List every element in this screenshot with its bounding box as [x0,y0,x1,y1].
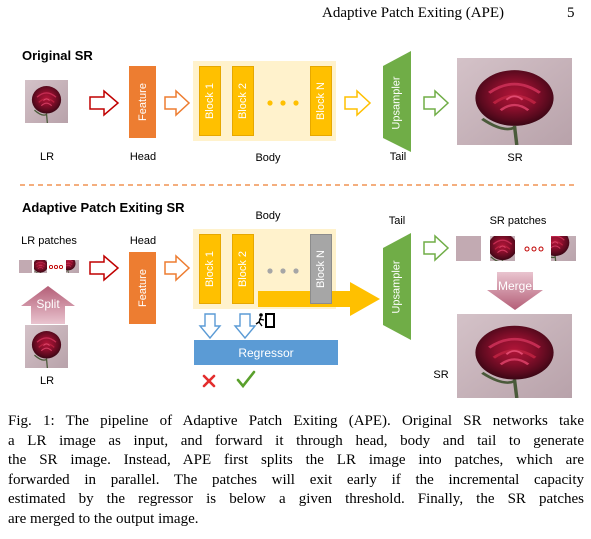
hollow-down-arrow-icon [198,313,222,340]
block-box: Block 2 [232,234,254,304]
split-label: Split [36,297,60,311]
lr-label: LR [39,151,55,163]
hollow-down-arrow-icon [233,313,257,340]
sr-image [457,314,572,398]
split-arrow [21,286,75,324]
lr-image [25,80,68,123]
hollow-arrow-icon [89,254,120,282]
ellipsis-icon [267,100,299,106]
running-title: Adaptive Patch Exiting (APE) [322,5,505,21]
block-box: Block 1 [199,66,221,136]
upsampler-shape [383,233,411,340]
hollow-arrow-icon [423,234,450,262]
hollow-arrow-icon [164,89,191,117]
sr-image [457,58,572,145]
check-icon [236,370,256,389]
hollow-arrow-icon [89,89,120,117]
upsampler-label: Upsampler [391,260,403,314]
sr-label: SR [507,152,523,164]
upsampler-label-box: Upsampler [383,244,411,330]
ape-sr-title: Adaptive Patch Exiting SR [22,200,185,215]
lr-patches [19,260,79,273]
sr-label: SR [433,369,449,381]
head-label: Head [129,151,157,163]
head-label: Head [129,235,157,247]
upsampler-shape [383,51,411,152]
feature-label: Feature [136,269,149,307]
block-label: Block 1 [204,82,217,120]
sr-patches [456,236,576,261]
merge-arrow [487,272,543,310]
hollow-arrow-icon [164,254,191,282]
block-box-exited: Block N [310,234,332,304]
feature-label: Feature [136,83,149,121]
caption-line: forwarded in parallel. The patches will … [8,471,584,488]
lr-image [25,325,68,368]
upsampler-label-box: Upsampler [383,60,411,146]
block-label: Block N [315,82,327,120]
caption-line: Fig. 1: The pipeline of Adaptive Patch E… [8,413,584,429]
body-label: Body [255,152,281,164]
page-number: 5 [567,5,575,21]
tail-label: Tail [389,151,407,163]
lr-patches-label: LR patches [21,235,77,247]
block-label: Block N [315,250,327,288]
hollow-arrow-icon [344,89,372,117]
tail-label: Tail [388,215,406,227]
upsampler-label: Upsampler [391,76,403,130]
block-box: Block 2 [232,66,254,136]
original-sr-title: Original SR [22,48,93,63]
cross-icon [202,374,216,388]
sr-patches-label: SR patches [489,215,547,227]
merge-label: Merge [497,279,532,293]
regressor-box: Regressor [194,340,338,365]
lr-label: LR [39,375,55,387]
caption-line: the SR image. Instead, APE first splits … [8,452,584,469]
block-box: Block 1 [199,234,221,304]
block-label: Block 2 [237,82,250,120]
figure-caption: Fig. 1: The pipeline of Adaptive Patch E… [8,412,584,530]
exit-icon [255,313,275,328]
caption-line: estimated by the regressor is below a gi… [8,491,584,508]
block-label: Block 2 [237,250,250,288]
body-label: Body [255,210,281,222]
block-box: Block N [310,66,332,136]
hollow-arrow-icon [423,89,450,117]
feature-box: Feature [129,66,156,138]
feature-box: Feature [129,252,156,324]
caption-line: are merged to the output image. [8,510,199,527]
ellipsis-icon [267,268,299,274]
regressor-label: Regressor [238,345,294,360]
caption-line: a LR image as input, and forward it thro… [8,432,584,449]
block-label: Block 1 [204,250,217,288]
